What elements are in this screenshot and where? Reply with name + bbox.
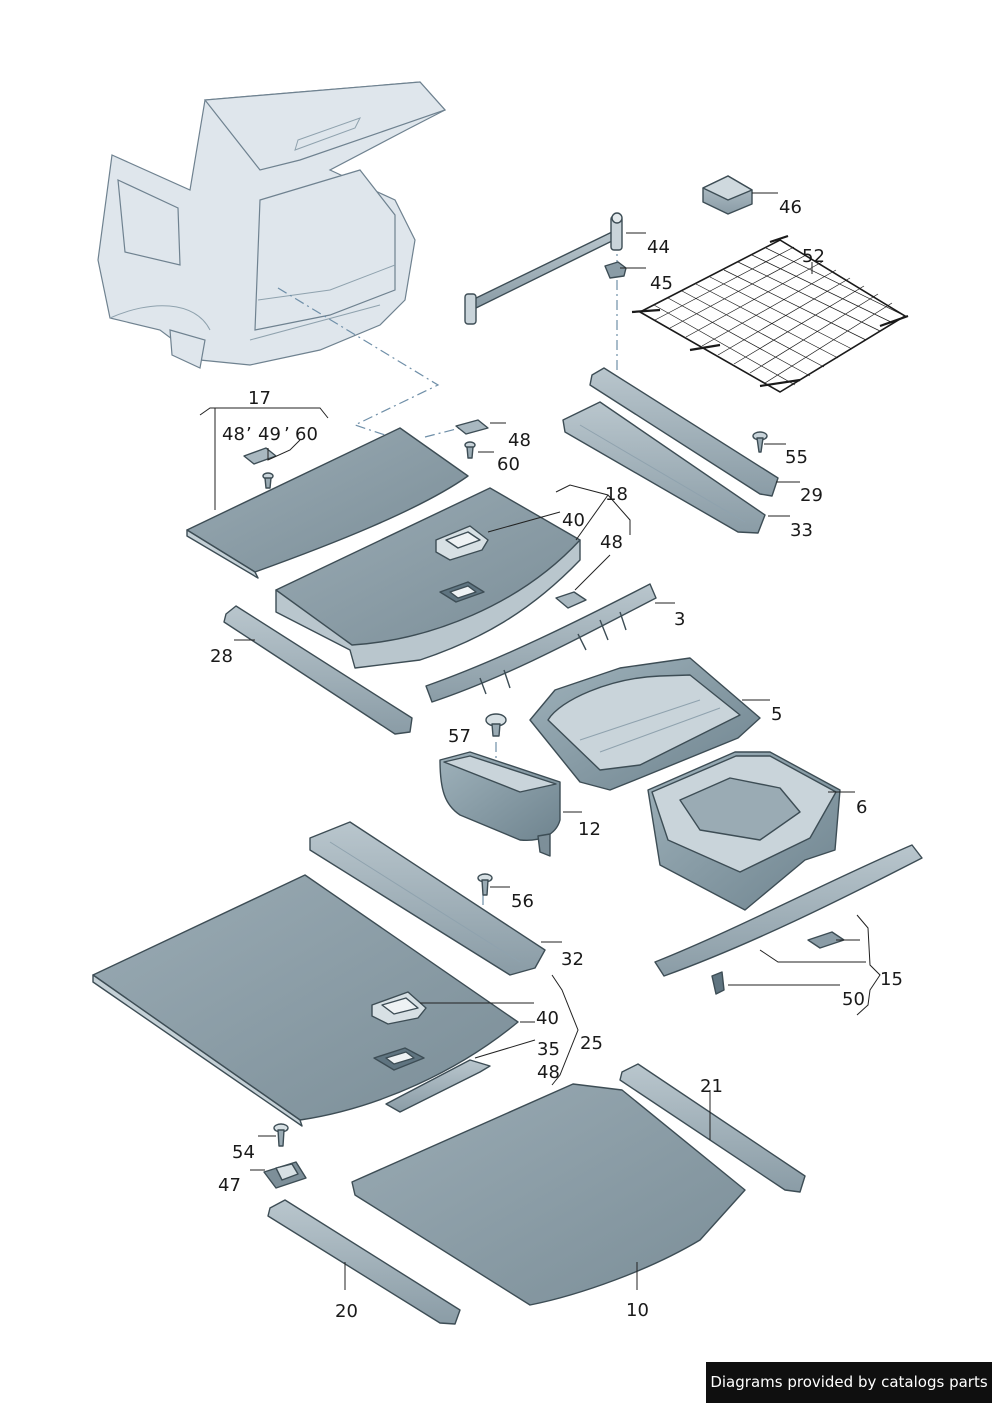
callout-47: 47 [218,1175,241,1196]
part-52-cargo-net [631,234,909,393]
part-56-screw [477,873,493,896]
part-12-storage-box [439,751,561,857]
part-29-rail [589,367,779,497]
part-25-floor-panel [92,874,519,1127]
callout-15: 15 [880,969,903,990]
part-21-rail [619,1063,806,1193]
callout-40: 40 [536,1008,559,1029]
callout-46: 46 [779,197,802,218]
callout-29: 29 [800,485,823,506]
callout-labels: 17 48 ’ 49 ’ 60 48 60 18 40 48 3 28 46 4… [210,197,903,1322]
callout-40: 40 [562,510,585,531]
callout-48: 48 [537,1062,560,1083]
part-48-bracket-top [243,447,277,489]
callout-separator: ’ [284,424,290,445]
callout-50: 50 [842,989,865,1010]
callout-5: 5 [771,704,782,725]
part-5-tray [529,657,761,791]
part-35-strap [385,1059,491,1113]
vehicle-rear-illustration [97,81,447,369]
callout-18: 18 [605,484,628,505]
callout-60: 60 [295,424,318,445]
callout-25: 25 [580,1033,603,1054]
callout-21: 21 [700,1076,723,1097]
callout-17: 17 [248,388,271,409]
callout-56: 56 [511,891,534,912]
callout-55: 55 [785,447,808,468]
callout-57: 57 [448,726,471,747]
callout-60: 60 [497,454,520,475]
callout-48: 48 [508,430,531,451]
callout-32: 32 [561,949,584,970]
part-45-clip [604,261,627,279]
part-6-tub [647,751,841,911]
part-28-strip [223,605,413,735]
part-48-bracket-mid [555,591,587,609]
callout-20: 20 [335,1301,358,1322]
part-20-rail [267,1199,461,1325]
callout-10: 10 [626,1300,649,1321]
callout-35: 35 [537,1039,560,1060]
part-10-floor-mat [351,1083,746,1306]
part-55-screw [752,431,768,453]
part-46-storage-box [702,175,753,215]
callout-54: 54 [232,1142,255,1163]
part-32-rail [309,821,546,976]
callout-6: 6 [856,797,867,818]
part-57-clip [485,713,507,737]
callout-48: 48 [222,424,245,445]
callout-12: 12 [578,819,601,840]
part-3-trim [425,583,657,703]
callout-52: 52 [802,246,825,267]
callout-49: 49 [258,424,281,445]
part-48-bracket-right [455,419,489,459]
callout-3: 3 [674,609,685,630]
part-54-screw [273,1123,289,1147]
leader-lines [199,192,881,1290]
callout-28: 28 [210,646,233,667]
callout-44: 44 [647,237,670,258]
callout-45: 45 [650,273,673,294]
part-17-floor-cover [186,427,469,579]
callout-separator: ’ [246,424,252,445]
callout-48: 48 [600,532,623,553]
part-44-cargo-bar [464,212,623,325]
part-33-rail [562,401,766,534]
part-47-bracket [263,1161,307,1189]
credit-banner: Diagrams provided by catalogs parts [706,1362,992,1403]
part-15-sill-trim [654,844,923,995]
callout-33: 33 [790,520,813,541]
